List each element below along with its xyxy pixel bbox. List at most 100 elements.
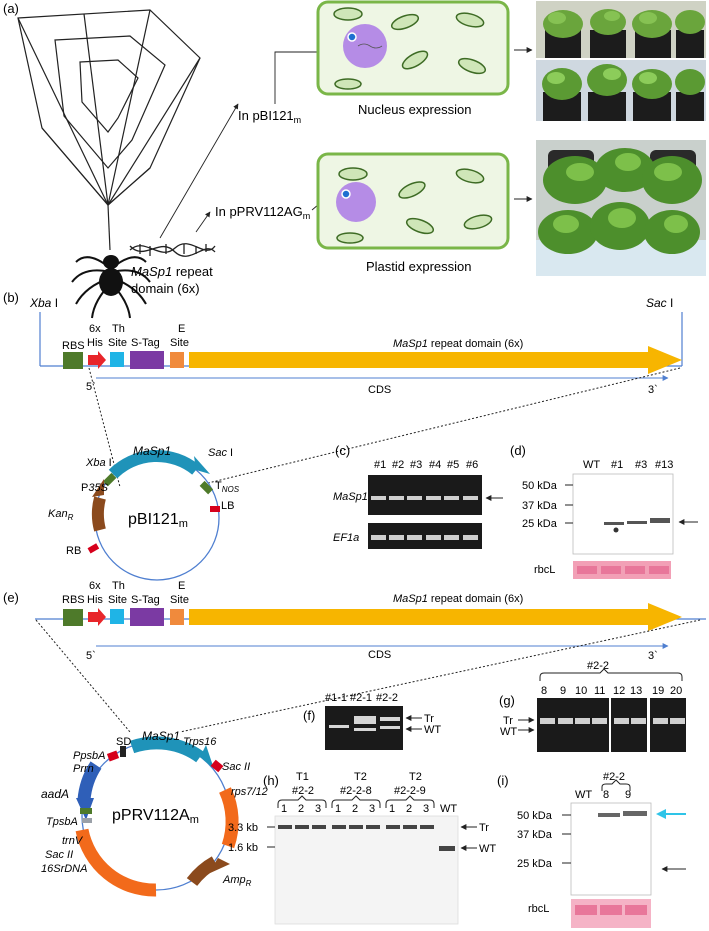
marker-label: 1.6 kb [228, 842, 258, 854]
panel-a-label: (a) [3, 1, 19, 16]
rbcl-stain-d [573, 561, 671, 579]
panel-a: (a) [3, 0, 706, 319]
tr-label-g: Tr [503, 715, 513, 727]
row-label-ef1a: EF1a [333, 532, 359, 544]
group-label-i: #2-2 [603, 771, 625, 783]
lane-label: #6 [466, 459, 478, 471]
group-line: #2-2-8 [340, 785, 372, 797]
his-arrow [88, 351, 106, 369]
lane-label: #3 [635, 459, 647, 471]
dna-helix-icon [129, 243, 216, 257]
th-site-block [110, 352, 124, 367]
panel-h-label: (h) [263, 773, 279, 788]
marker-label: 25 kDa [517, 858, 553, 870]
cds-label-e: CDS [368, 649, 391, 661]
panel-g-label: (g) [499, 693, 515, 708]
gel-g-2 [611, 698, 647, 752]
lb-label: LB [221, 500, 234, 512]
panel-d-label: (d) [510, 443, 526, 458]
panel-e: (e) RBS 6x His Th Site S-Tag E Site MaSp… [3, 580, 706, 897]
tr-label-f: Tr [424, 713, 434, 725]
lane-label: 10 [575, 685, 587, 697]
group-gen: T1 [296, 771, 309, 783]
group-bracket-i [601, 779, 631, 791]
panel-i-label: (i) [497, 773, 509, 788]
sac2-top-label: Sac II [222, 761, 250, 773]
southern-blot-h [274, 815, 459, 925]
marker-label: 3.3 kb [228, 822, 258, 834]
gel-masp1 [368, 475, 482, 515]
lane-label: 8 [541, 685, 547, 697]
sac2-bottom-label: Sac II [45, 849, 73, 861]
masp1-label: MaSp1 [133, 444, 171, 458]
amp-label: AmpR [222, 874, 252, 888]
repeat-domain-arrow [189, 346, 682, 374]
p35s-label: P35S [81, 482, 109, 494]
five-prime: 5` [86, 381, 96, 393]
panel-f: (f) #1-1 #2-1 #2-2 Tr WT [303, 692, 441, 750]
panel-d: (d) WT #1 #3 #13 50 kDa 37 kDa 25 kDa rb… [510, 443, 698, 579]
cds-label: CDS [368, 384, 391, 396]
dotted-connector-right-e [179, 619, 701, 733]
group-bracket-g [539, 668, 683, 681]
lane-label: 3 [423, 803, 429, 815]
lane-label: 11 [594, 685, 605, 697]
lane-label: #4 [429, 459, 441, 471]
panel-e-label: (e) [3, 590, 19, 605]
group-brackets-h [277, 795, 435, 808]
th-label-2: Site [108, 337, 127, 349]
lane-label: WT [583, 459, 600, 471]
marker-ticks-h [267, 826, 275, 848]
ppsba-label: PpsbA [73, 750, 105, 762]
lane-label: #3 [410, 459, 422, 471]
tpsba-label: TpsbA [46, 816, 78, 828]
marker-ticks-d [565, 484, 573, 524]
th-label-1: Th [112, 323, 125, 335]
gel-bands-c [371, 496, 478, 540]
lane-label: 2 [406, 803, 412, 815]
nucleus-plants-photo-1 [536, 1, 706, 58]
repeat-domain-arrow-e [189, 603, 682, 631]
plastid-vector-label: In pPRV112AGm [215, 204, 310, 221]
trps16-label: Trps16 [183, 736, 217, 748]
his-arrow-e [88, 608, 106, 626]
tnos-label: TNOS [215, 480, 240, 494]
lane-label: #1 [611, 459, 623, 471]
lane-label: #1 [374, 459, 386, 471]
panel-c-lanes: #1 #2 #3 #4 #5 #6 [374, 459, 478, 471]
nucleus-plants-photo-2 [536, 60, 706, 121]
rbs-label-e: RBS [62, 594, 85, 606]
arrow-to-plastid-vector [195, 211, 211, 233]
dotted-connector-left [88, 367, 121, 488]
nucleus-vector-label: In pBI121m [238, 108, 301, 125]
sac-label: Sac I [208, 447, 233, 459]
lane-label: #13 [655, 459, 673, 471]
plastid-expression-cell [316, 152, 510, 250]
lane-label: WT [440, 803, 457, 815]
his-label-2: His [87, 337, 103, 349]
rbs-label: RBS [62, 340, 85, 352]
lane-label: 2 [352, 803, 358, 815]
rb-label: RB [66, 545, 81, 557]
marker-label: 50 kDa [517, 810, 553, 822]
his-label-1: 6x [89, 323, 101, 335]
spider-web-icon [17, 9, 201, 251]
lane-label: 1 [281, 803, 287, 815]
plastid-expression-label: Plastid expression [366, 259, 472, 274]
western-blot-i [570, 802, 652, 896]
lane-label: 13 [630, 685, 642, 697]
stag-label: S-Tag [131, 337, 160, 349]
marker-label: 25 kDa [522, 518, 558, 530]
rbs-block [63, 352, 83, 369]
lane-label: 3 [369, 803, 375, 815]
his-label-e1: 6x [89, 580, 101, 592]
gel-bands-f [329, 716, 400, 731]
group-gen: T2 [409, 771, 422, 783]
tr-label-h: Tr [479, 822, 489, 834]
gel-g-1 [537, 698, 609, 752]
lane-label: 12 [613, 685, 625, 697]
marker-label: 50 kDa [522, 480, 558, 492]
site-xba-left: Xba I [29, 296, 58, 310]
his-label-e2: His [87, 594, 103, 606]
